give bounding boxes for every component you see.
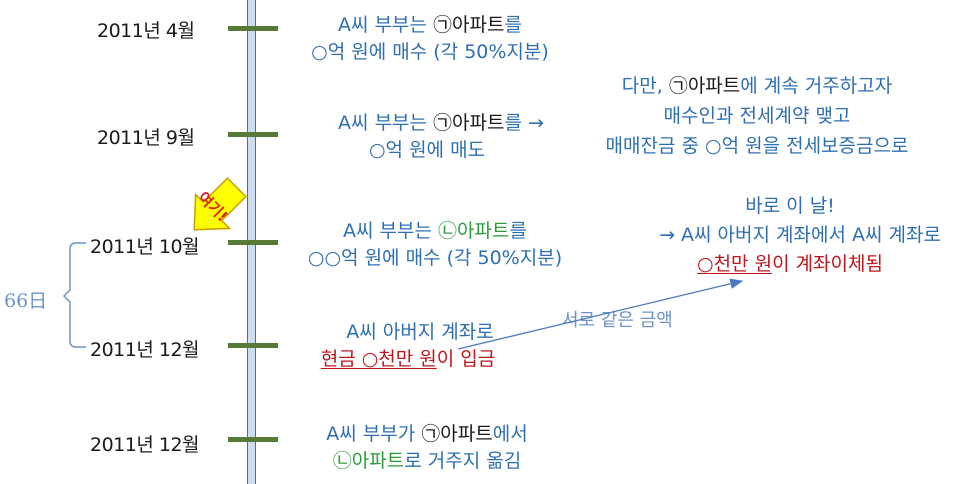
text-run: ○천만 원 <box>697 253 773 275</box>
text-run: ㉠아파트 <box>421 423 493 445</box>
note-line: ○천만 원이 계좌이체됨 <box>610 250 966 279</box>
here-arrow-icon <box>193 177 247 231</box>
text-run: A씨 부부는 <box>338 112 434 134</box>
text-run: A씨 부부가 <box>326 423 422 445</box>
event-text: A씨 부부는 ㉠아파트를 → ○억 원에 매도 <box>296 110 586 164</box>
event-line: A씨 부부가 ㉠아파트에서 <box>292 421 562 448</box>
text-run: 이 계좌이체됨 <box>772 253 883 275</box>
text-run: ㉠아파트 <box>668 75 741 97</box>
event-text: A씨 부부는 ㉡아파트를 ○○억 원에 매수 (각 50%지분) <box>285 218 585 272</box>
same-amount-label: 서로 같은 금액 <box>562 310 673 331</box>
text-run: → A씨 아버지 계좌에서 A씨 계좌로 <box>659 224 941 246</box>
text-run: 이 입금 <box>436 348 496 370</box>
event-line: ○억 원에 매도 <box>296 137 586 164</box>
text-run: A씨 부부는 <box>343 220 439 242</box>
event-line: ○억 원에 매수 (각 50%지분) <box>285 39 575 66</box>
timeline-tick <box>228 240 278 245</box>
text-run: 에서 <box>492 423 528 445</box>
text-run: ㉡아파트 <box>332 450 405 472</box>
text-run: 에 계속 거주하고자 <box>740 75 893 97</box>
text-run: ○○억 원에 매수 (각 50%지분) <box>307 247 563 269</box>
text-run: ○억 원에 매수 (각 50%지분) <box>311 41 549 63</box>
text-run: 를 <box>509 220 527 242</box>
text-run: ○억 원에 매도 <box>368 139 486 161</box>
event-line: A씨 부부는 ㉠아파트를 → <box>296 110 586 137</box>
duration-bracket <box>62 242 86 348</box>
note-line: 매수인과 전세계약 맺고 <box>572 101 942 131</box>
timeline-tick <box>228 343 278 348</box>
timeline-tick <box>228 26 278 31</box>
duration-label: 66日 <box>4 290 48 312</box>
note-line: 바로 이 날! <box>610 192 966 221</box>
note-jeonse-contract: 다만, ㉠아파트에 계속 거주하고자 매수인과 전세계약 맺고 매매잔금 중 ○… <box>572 71 942 161</box>
text-run: ㉠아파트 <box>433 14 505 36</box>
text-run: 를 → <box>504 112 544 134</box>
event-text: A씨 부부가 ㉠아파트에서 ㉡아파트로 거주지 옮김 <box>292 421 562 475</box>
timeline-tick <box>228 437 278 442</box>
text-run: 다만, <box>621 75 669 97</box>
text-run: ㉡아파트 <box>438 220 510 242</box>
event-text: A씨 아버지 계좌로 현금 ○천만 원이 입금 <box>285 319 555 373</box>
text-run: 로 거주지 옮김 <box>404 450 522 472</box>
event-line: ㉡아파트로 거주지 옮김 <box>292 448 562 475</box>
text-run: 매매잔금 중 ○억 원을 전세보증금으로 <box>605 135 909 157</box>
event-line: A씨 부부는 ㉠아파트를 <box>285 12 575 39</box>
event-line: 현금 ○천만 원이 입금 <box>285 346 555 373</box>
event-line: A씨 아버지 계좌로 <box>285 319 555 346</box>
timeline-tick <box>228 132 278 137</box>
date-label: 2011년 9월 <box>97 127 195 149</box>
note-line: 다만, ㉠아파트에 계속 거주하고자 <box>572 71 942 101</box>
date-label: 2011년 4월 <box>97 20 195 42</box>
same-amount-arrow <box>457 278 744 350</box>
note-line: → A씨 아버지 계좌에서 A씨 계좌로 <box>610 221 966 250</box>
text-run: A씨 아버지 계좌로 <box>346 321 494 343</box>
text-run: 매수인과 전세계약 맺고 <box>663 105 851 127</box>
event-text: A씨 부부는 ㉠아파트를 ○억 원에 매수 (각 50%지분) <box>285 12 575 66</box>
date-label: 2011년 10월 <box>90 236 200 258</box>
text-run: A씨 부부는 <box>338 14 434 36</box>
note-transfer: 바로 이 날! → A씨 아버지 계좌에서 A씨 계좌로 ○천만 원이 계좌이체… <box>610 192 966 279</box>
text-run: ㉠아파트 <box>433 112 505 134</box>
date-label: 2011년 12월 <box>90 339 200 361</box>
text-run: 바로 이 날! <box>745 195 835 217</box>
date-label: 2011년 12월 <box>90 434 200 456</box>
note-line: 매매잔금 중 ○억 원을 전세보증금으로 <box>572 131 942 161</box>
text-run: 현금 ○천만 원 <box>320 348 437 370</box>
text-run: 를 <box>504 14 522 36</box>
event-line: ○○억 원에 매수 (각 50%지분) <box>285 245 585 272</box>
event-line: A씨 부부는 ㉡아파트를 <box>285 218 585 245</box>
